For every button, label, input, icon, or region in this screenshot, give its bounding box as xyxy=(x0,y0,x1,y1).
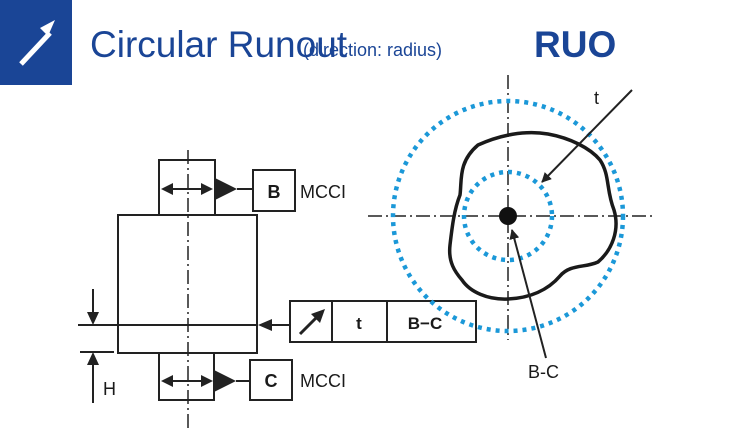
mcci-c-label: MCCI xyxy=(300,371,346,391)
outer-tolerance-circle xyxy=(390,98,626,334)
circular-runout-arrow-icon xyxy=(19,20,55,66)
actual-profile xyxy=(447,130,618,301)
frame-datum: B−C xyxy=(408,314,442,333)
dimension-h-label: H xyxy=(103,379,116,399)
circular-runout-icon xyxy=(298,309,325,336)
axis-point xyxy=(499,207,517,225)
datum-b-label: B xyxy=(268,182,281,202)
frame-tolerance: t xyxy=(356,314,362,333)
cross-section-view xyxy=(368,75,652,359)
page-subtitle: (direction: radius) xyxy=(303,40,442,60)
mcci-b-label: MCCI xyxy=(300,182,346,202)
part-side-view xyxy=(78,150,290,430)
feature-control-frame: t B−C xyxy=(289,300,477,343)
axis-bc-label: B-C xyxy=(528,362,559,382)
page-code: RUO xyxy=(534,24,616,65)
datum-c-box: C xyxy=(249,359,293,401)
inner-tolerance-circle xyxy=(461,169,555,263)
header-icon xyxy=(0,0,72,85)
datum-c-label: C xyxy=(265,371,278,391)
tolerance-t-label: t xyxy=(594,88,599,108)
datum-b-box: B xyxy=(252,169,296,212)
page-title: Circular Runout xyxy=(90,24,348,65)
